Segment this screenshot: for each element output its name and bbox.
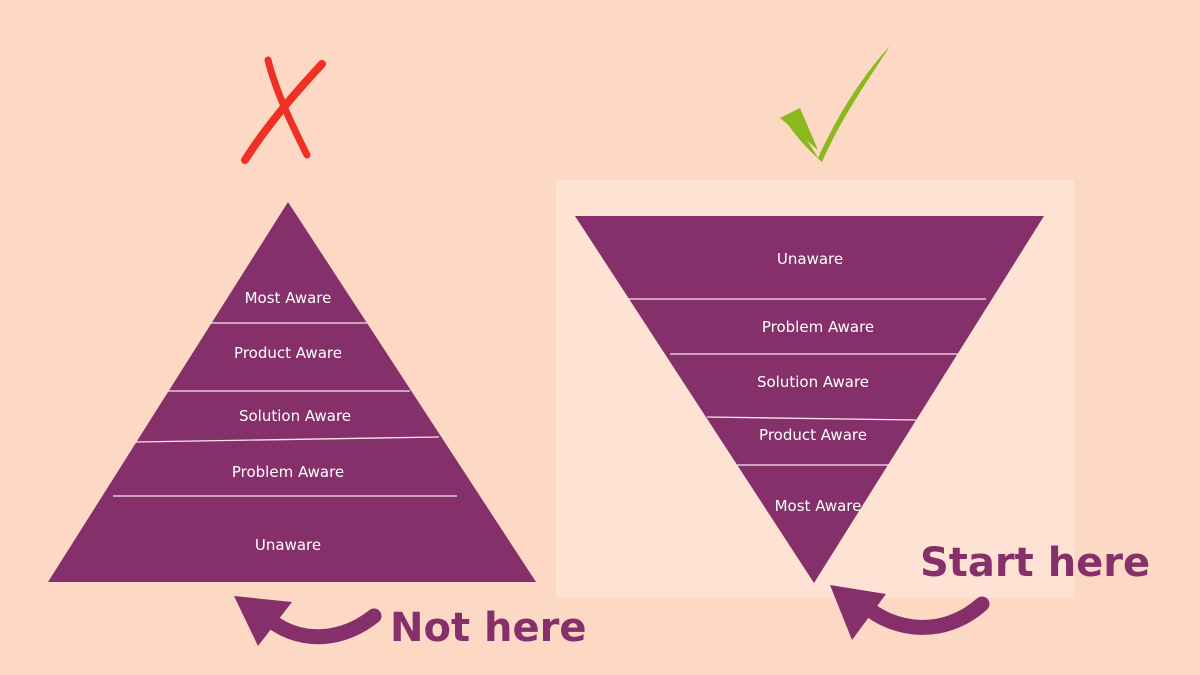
funnel-level-label: Solution Aware [757,373,869,391]
funnel-level-label: Unaware [777,250,843,268]
not-here-callout: Not here [390,605,586,651]
funnel-divider [706,416,917,421]
pyramid-shape [48,202,536,582]
left-pyramid: Most Aware Product Aware Solution Aware … [48,202,536,582]
right-funnel: Unaware Problem Aware Solution Aware Pro… [575,216,1044,583]
curved-arrow-icon [830,585,990,640]
funnel-level-label: Problem Aware [762,318,874,336]
cross-mark-icon [241,56,326,164]
pyramid-level-label: Unaware [255,536,321,554]
pyramid-level-label: Solution Aware [239,407,351,425]
check-mark-icon [780,46,890,162]
funnel-shape [575,216,1044,583]
funnel-level-label: Most Aware [775,497,862,515]
funnel-level-label: Product Aware [759,426,867,444]
pyramid-level-label: Product Aware [234,344,342,362]
pyramid-level-label: Problem Aware [232,463,344,481]
pyramid-divider [135,436,440,443]
pyramid-level-label: Most Aware [245,289,332,307]
start-here-callout: Start here [920,540,1150,586]
curved-arrow-icon [234,596,382,646]
